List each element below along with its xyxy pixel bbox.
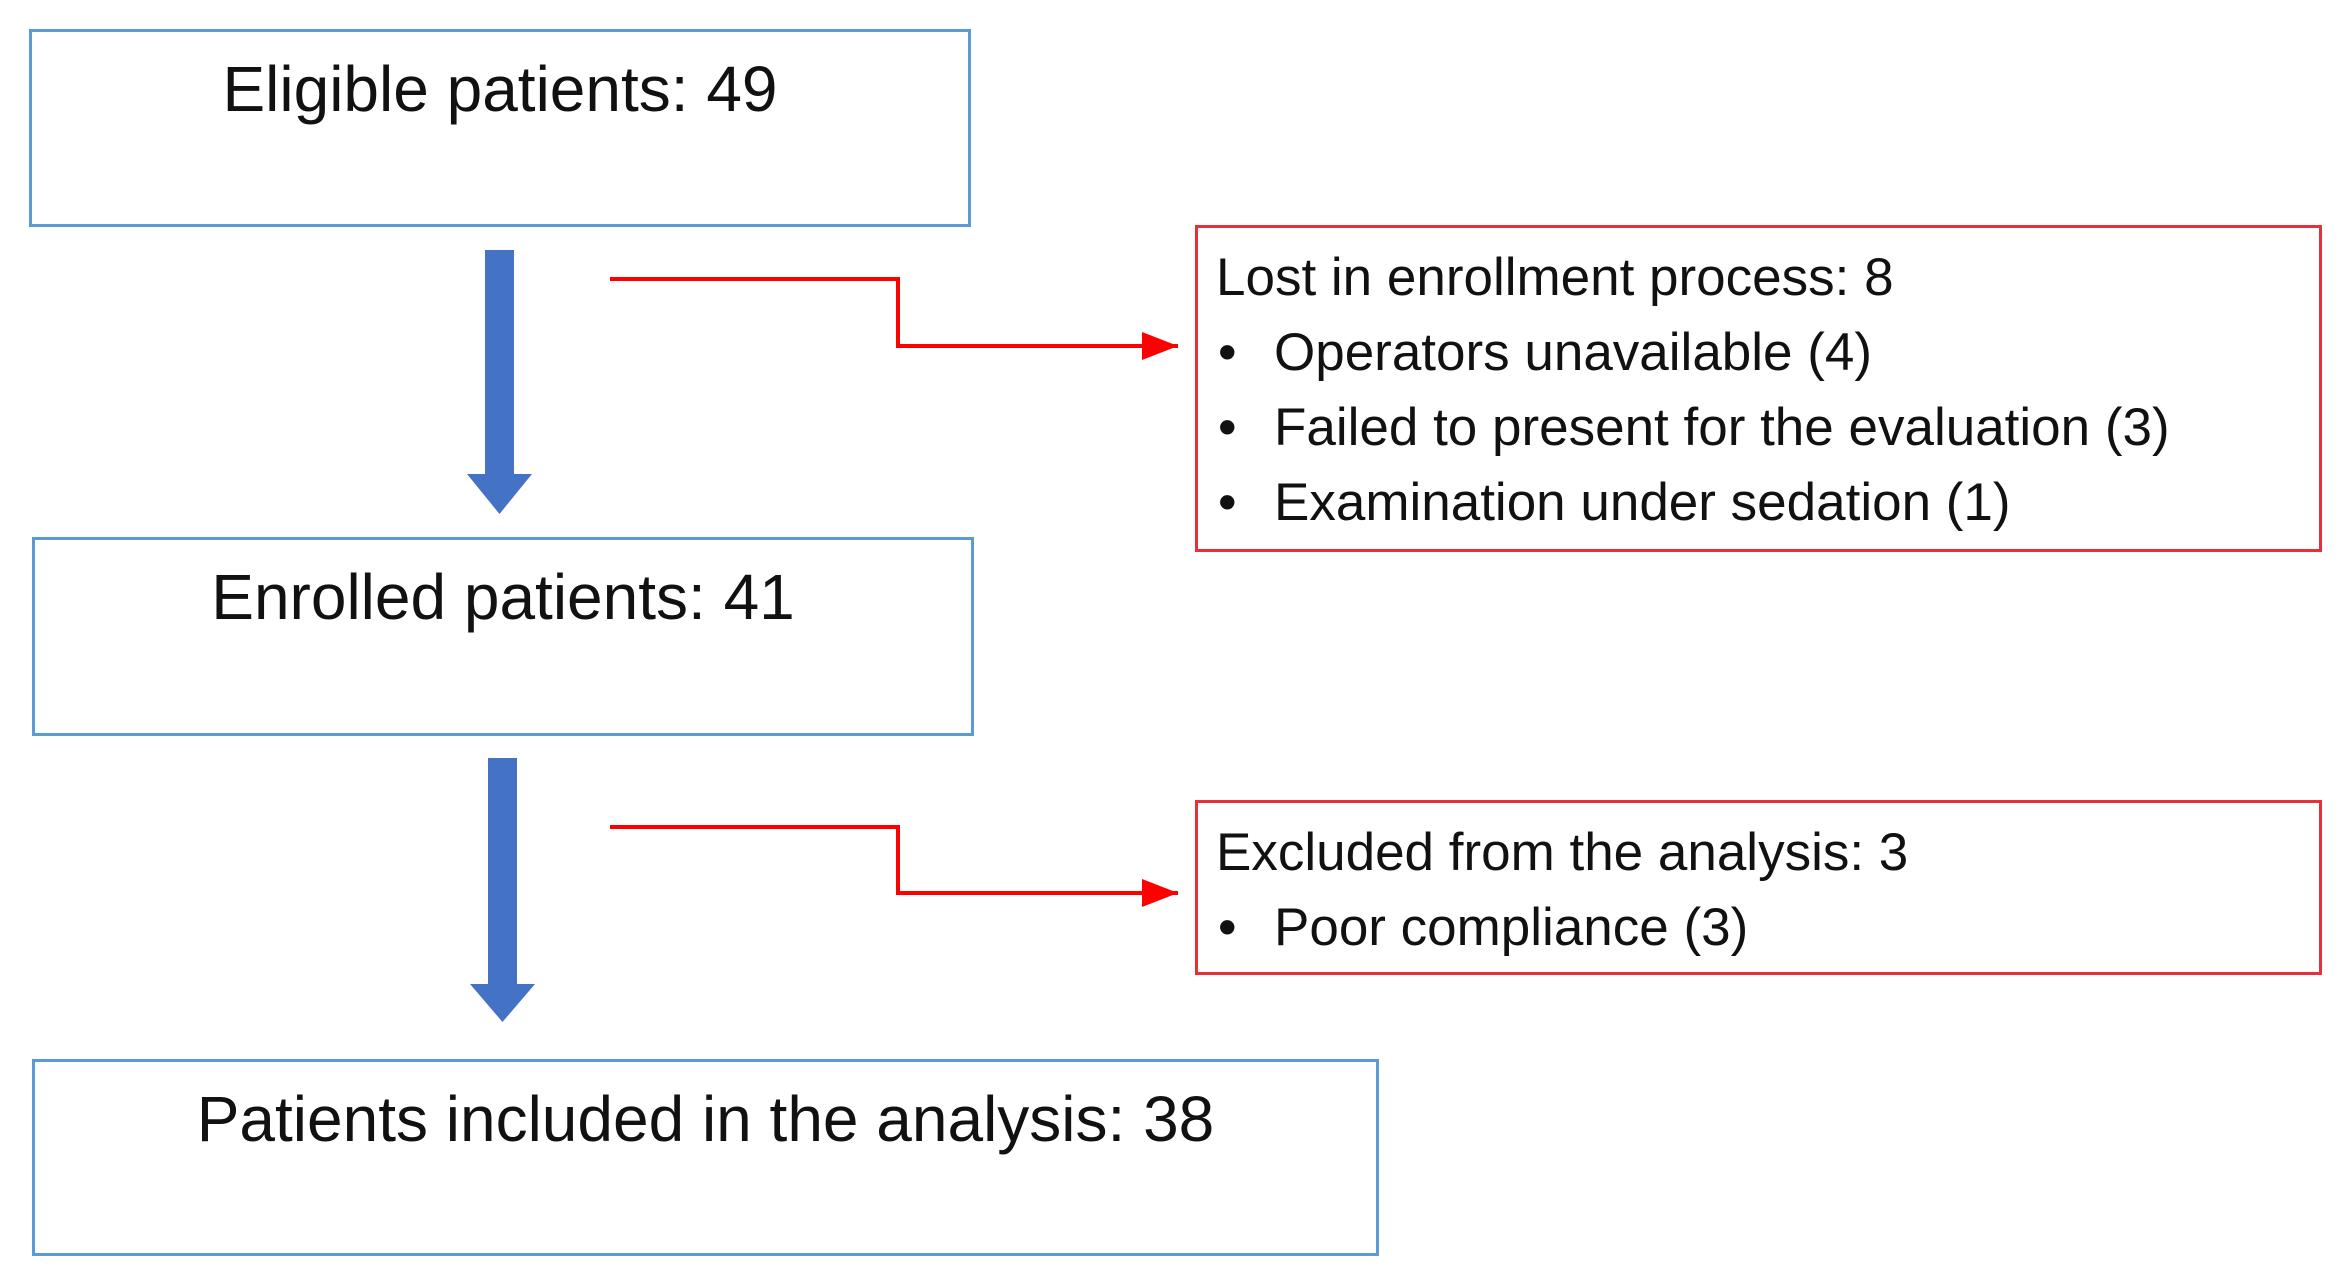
excluded-reason-poor-compliance: Poor compliance (3)	[1274, 898, 1749, 957]
lost-reasons-list: • Operators unavailable (4) • Failed to …	[1216, 315, 2319, 540]
lost-reason-sedation: Examination under sedation (1)	[1274, 473, 2011, 532]
list-item: • Poor compliance (3)	[1216, 890, 2319, 965]
down-arrow-enrolled-to-included	[470, 758, 535, 1022]
lost-in-enrollment-heading: Lost in enrollment process: 8	[1216, 248, 1894, 307]
list-item: • Operators unavailable (4)	[1216, 315, 2319, 390]
included-patients-label: Patients included in the analysis: 38	[196, 1083, 1215, 1155]
bullet-icon: •	[1218, 898, 1237, 957]
eligible-patients-box: Eligible patients: 49	[29, 29, 971, 227]
excluded-from-analysis-heading: Excluded from the analysis: 3	[1216, 823, 1909, 882]
list-item: • Examination under sedation (1)	[1216, 465, 2319, 540]
eligible-patients-label: Eligible patients: 49	[222, 53, 778, 125]
excluded-from-analysis-box: Excluded from the analysis: 3 • Poor com…	[1195, 800, 2322, 975]
connector-to-lost-box	[610, 277, 1178, 360]
lost-in-enrollment-box: Lost in enrollment process: 8 • Operator…	[1195, 225, 2322, 552]
included-patients-box: Patients included in the analysis: 38	[32, 1059, 1379, 1256]
bullet-icon: •	[1218, 473, 1237, 532]
bullet-icon: •	[1218, 323, 1237, 382]
enrolled-patients-box: Enrolled patients: 41	[32, 537, 974, 736]
enrolled-patients-label: Enrolled patients: 41	[211, 561, 795, 633]
down-arrow-eligible-to-enrolled	[467, 250, 532, 514]
lost-reason-operators: Operators unavailable (4)	[1274, 323, 1873, 382]
list-item: • Failed to present for the evaluation (…	[1216, 390, 2319, 465]
excluded-reasons-list: • Poor compliance (3)	[1216, 890, 2319, 965]
lost-reason-failed-to-present: Failed to present for the evaluation (3)	[1274, 398, 2170, 457]
connector-to-excluded-box	[610, 825, 1178, 907]
bullet-icon: •	[1218, 398, 1237, 457]
